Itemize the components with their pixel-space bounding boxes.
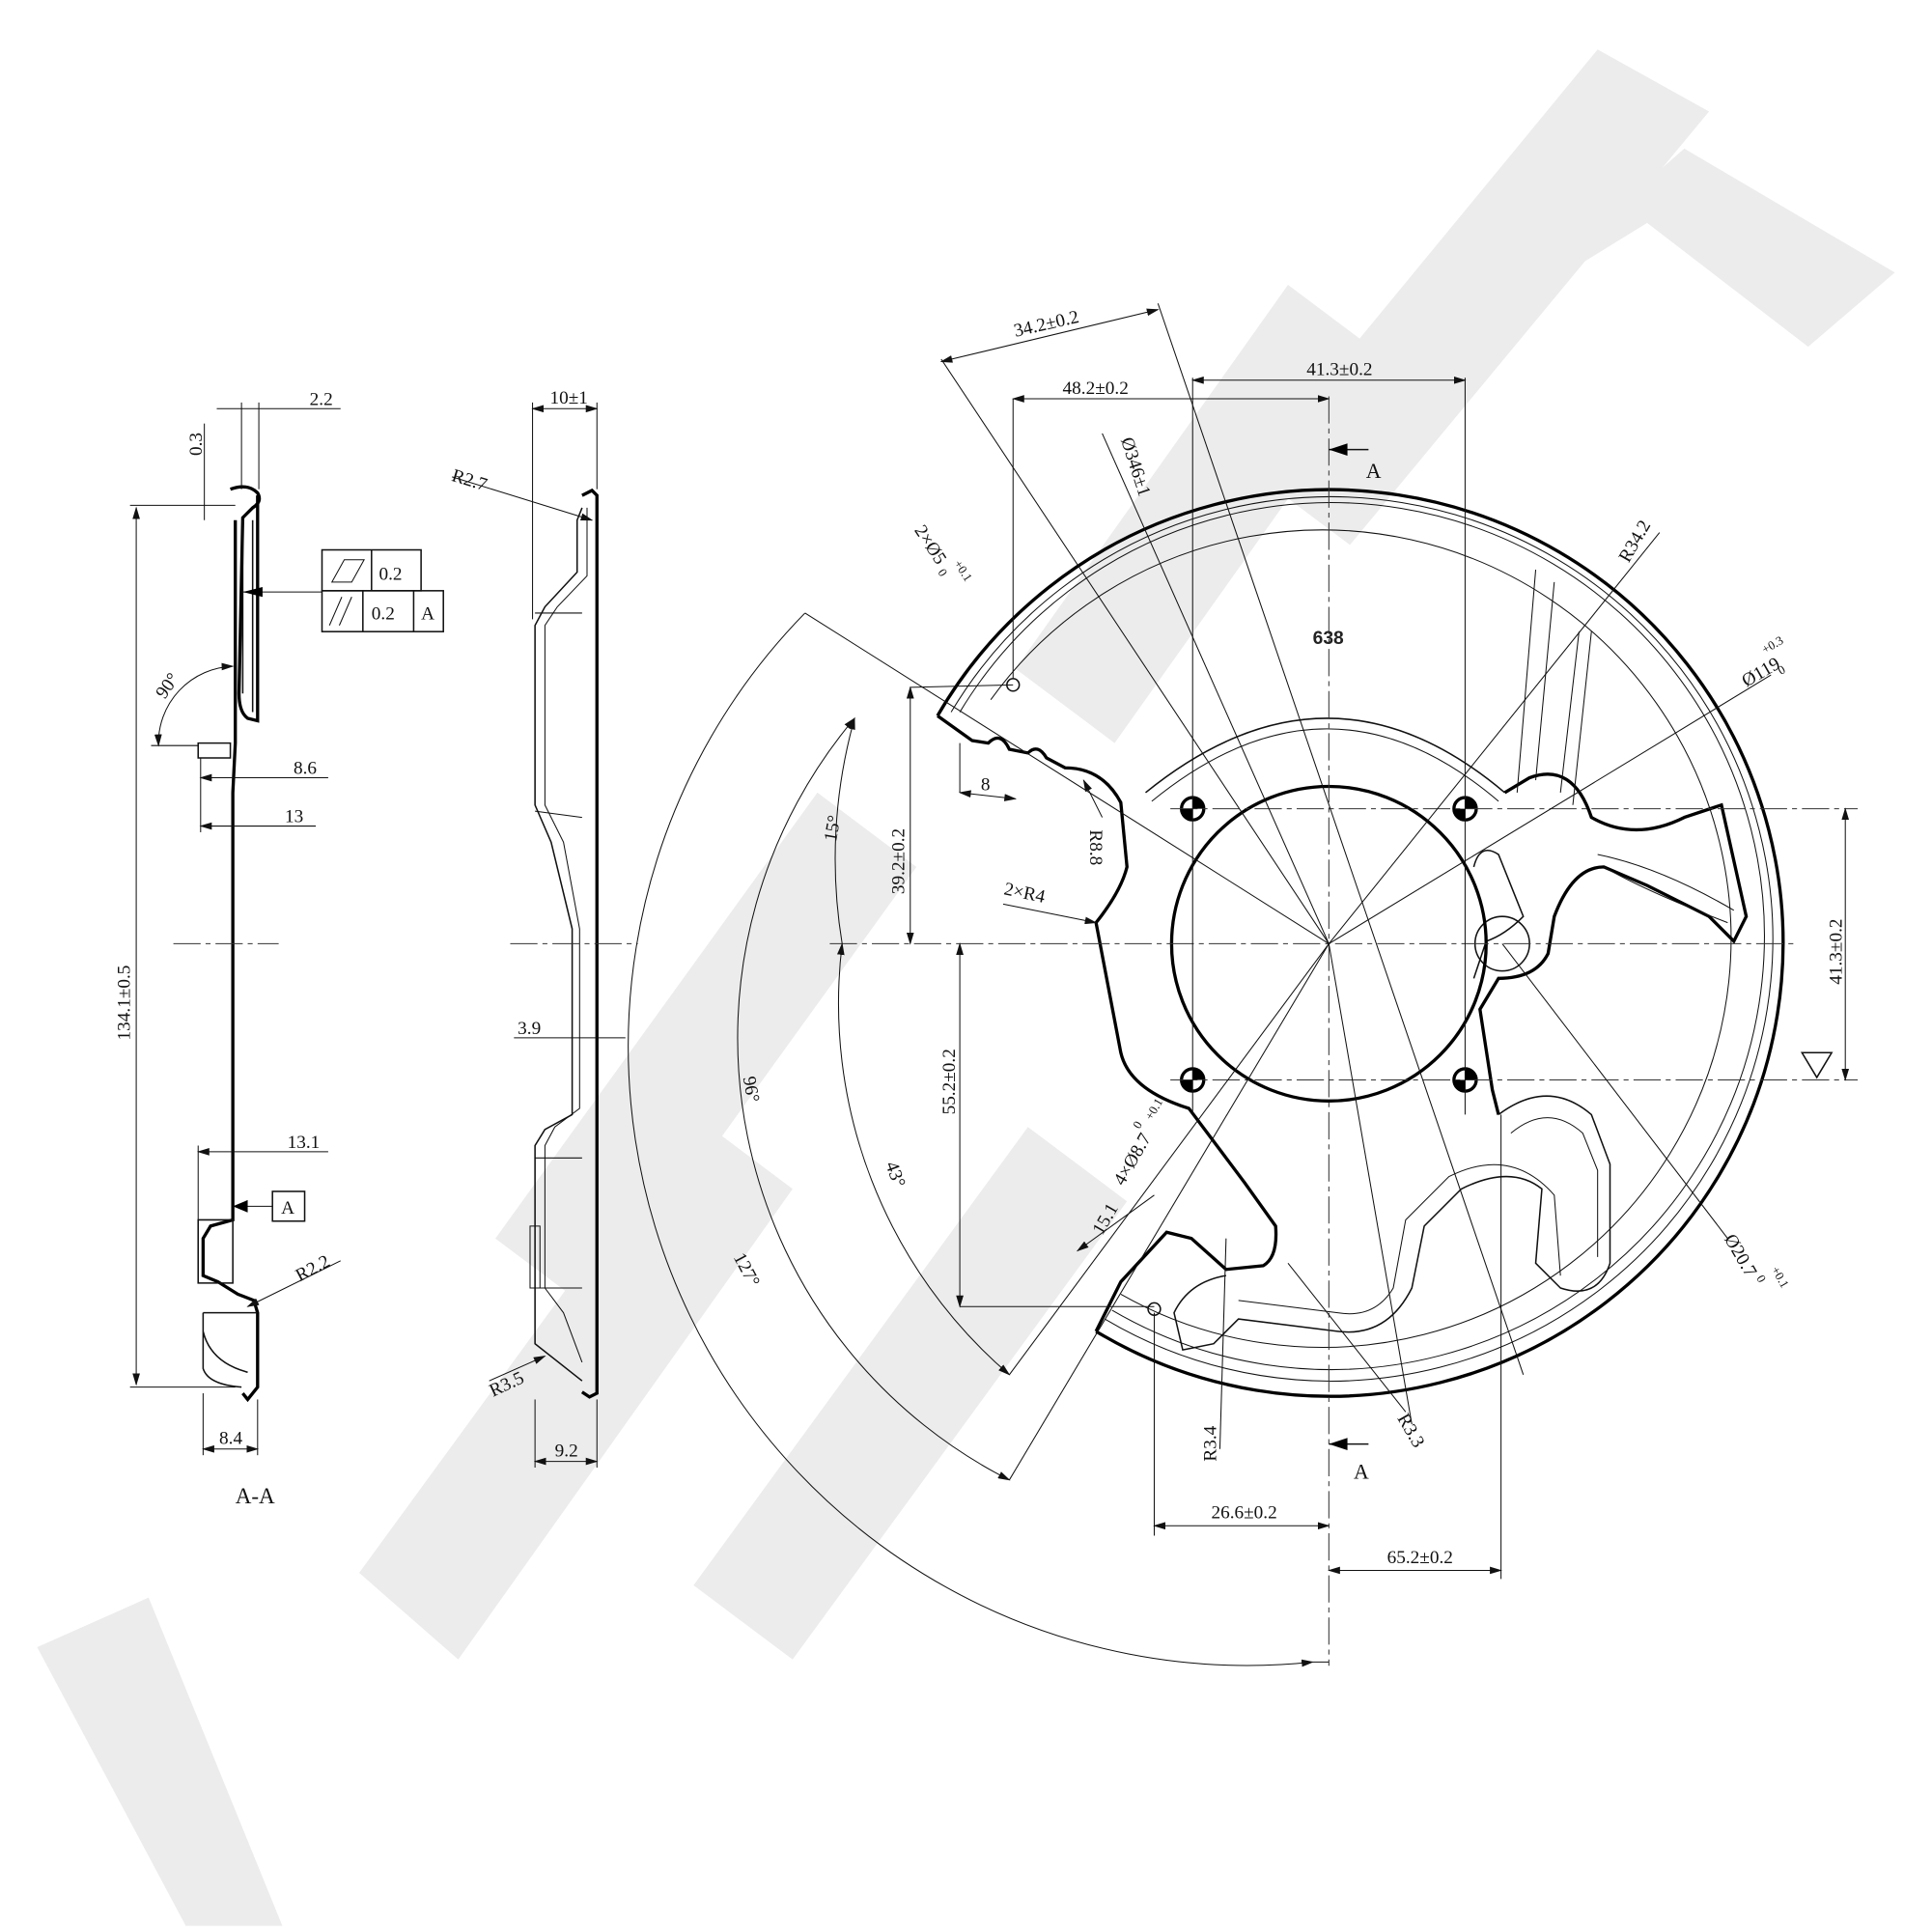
dim-41-3-top: 41.3±0.2 bbox=[1306, 360, 1372, 380]
feature-control-frame: 0.2 0.2 A bbox=[321, 548, 444, 632]
dim-55-2: 55.2±0.2 bbox=[939, 1049, 960, 1114]
angle-96: 96° bbox=[739, 1075, 763, 1104]
flatness-icon bbox=[330, 559, 365, 583]
angle-15: 15° bbox=[821, 814, 845, 843]
section-marker-top: A bbox=[1366, 460, 1382, 483]
dim-dia-20-7: Ø20.7 bbox=[1720, 1231, 1760, 1281]
dim-r2-7: R2.7 bbox=[449, 465, 490, 495]
part-mark: 638 bbox=[1313, 629, 1344, 649]
dim-2-2: 2.2 bbox=[310, 389, 333, 409]
datum-box bbox=[271, 1190, 306, 1222]
dim-2x-dia5-tol-lower: 0 bbox=[935, 567, 949, 579]
dim-65-2: 65.2±0.2 bbox=[1387, 1548, 1453, 1568]
dim-dia-20-7-tol-lower: 0 bbox=[1753, 1273, 1768, 1285]
watermark bbox=[37, 49, 1895, 1926]
dim-39-2: 39.2±0.2 bbox=[888, 828, 909, 894]
dim-4x-dia8-7-tol-upper: +0.1 bbox=[1142, 1096, 1165, 1122]
angle-90: 90° bbox=[152, 669, 183, 702]
dim-2x-dia5-tol-upper: +0.1 bbox=[951, 558, 974, 584]
parallelism-icon bbox=[328, 597, 352, 626]
dim-0-3: 0.3 bbox=[186, 433, 207, 456]
dim-r2-2: R2.2 bbox=[293, 1251, 333, 1286]
parallel-value: 0.2 bbox=[372, 603, 395, 624]
disc-outer-edge bbox=[936, 488, 1785, 1398]
dim-8-6: 8.6 bbox=[294, 759, 317, 779]
dim-r3-3: R3.3 bbox=[1393, 1411, 1429, 1451]
dim-26-6: 26.6±0.2 bbox=[1211, 1503, 1276, 1524]
dim-4x-dia8-7: 4×Ø8.7 bbox=[1110, 1130, 1157, 1189]
dim-13: 13 bbox=[285, 807, 303, 827]
dim-41-3-right: 41.3±0.2 bbox=[1826, 918, 1846, 984]
dim-3-9: 3.9 bbox=[518, 1019, 541, 1039]
dim-dia-20-7-tol-upper: +0.1 bbox=[1769, 1264, 1792, 1290]
dim-dia-119-tol-lower: 0 bbox=[1776, 662, 1788, 677]
section-view: 0.2 0.2 A A 2.2 0.3 134.1±0.5 90° 8.6 13… bbox=[115, 389, 444, 1508]
dim-r3-4: R3.4 bbox=[1201, 1425, 1221, 1461]
parallel-datum: A bbox=[421, 603, 434, 624]
dim-8: 8 bbox=[981, 774, 991, 795]
datum-triangle-icon bbox=[1800, 1051, 1834, 1079]
dim-2x-dia5: 2×Ø5 bbox=[910, 521, 950, 568]
dim-r8-8: R8.8 bbox=[1085, 829, 1106, 865]
section-title: A-A bbox=[236, 1483, 275, 1508]
dim-48-2: 48.2±0.2 bbox=[1063, 378, 1129, 399]
dim-2x-r4: 2×R4 bbox=[1002, 879, 1048, 908]
dim-4x-dia8-7-tol-lower: 0 bbox=[1131, 1119, 1145, 1132]
datum-label: A bbox=[281, 1198, 294, 1218]
dim-134-1: 134.1±0.5 bbox=[115, 966, 135, 1041]
flatness-value: 0.2 bbox=[379, 564, 403, 584]
section-marker-bottom: A bbox=[1354, 1461, 1369, 1484]
dim-dia-346: Ø346±1 bbox=[1116, 434, 1154, 498]
dim-8-4: 8.4 bbox=[219, 1429, 242, 1449]
angle-43: 43° bbox=[881, 1159, 909, 1190]
dim-dia-119: Ø119 bbox=[1739, 654, 1784, 691]
dim-r34-2: R34.2 bbox=[1615, 517, 1655, 566]
side-view: 10±1 R2.7 3.9 R3.5 9.2 bbox=[449, 388, 638, 1468]
dim-13-1: 13.1 bbox=[288, 1133, 321, 1153]
dim-10: 10±1 bbox=[550, 388, 588, 408]
dim-9-2: 9.2 bbox=[555, 1441, 578, 1461]
